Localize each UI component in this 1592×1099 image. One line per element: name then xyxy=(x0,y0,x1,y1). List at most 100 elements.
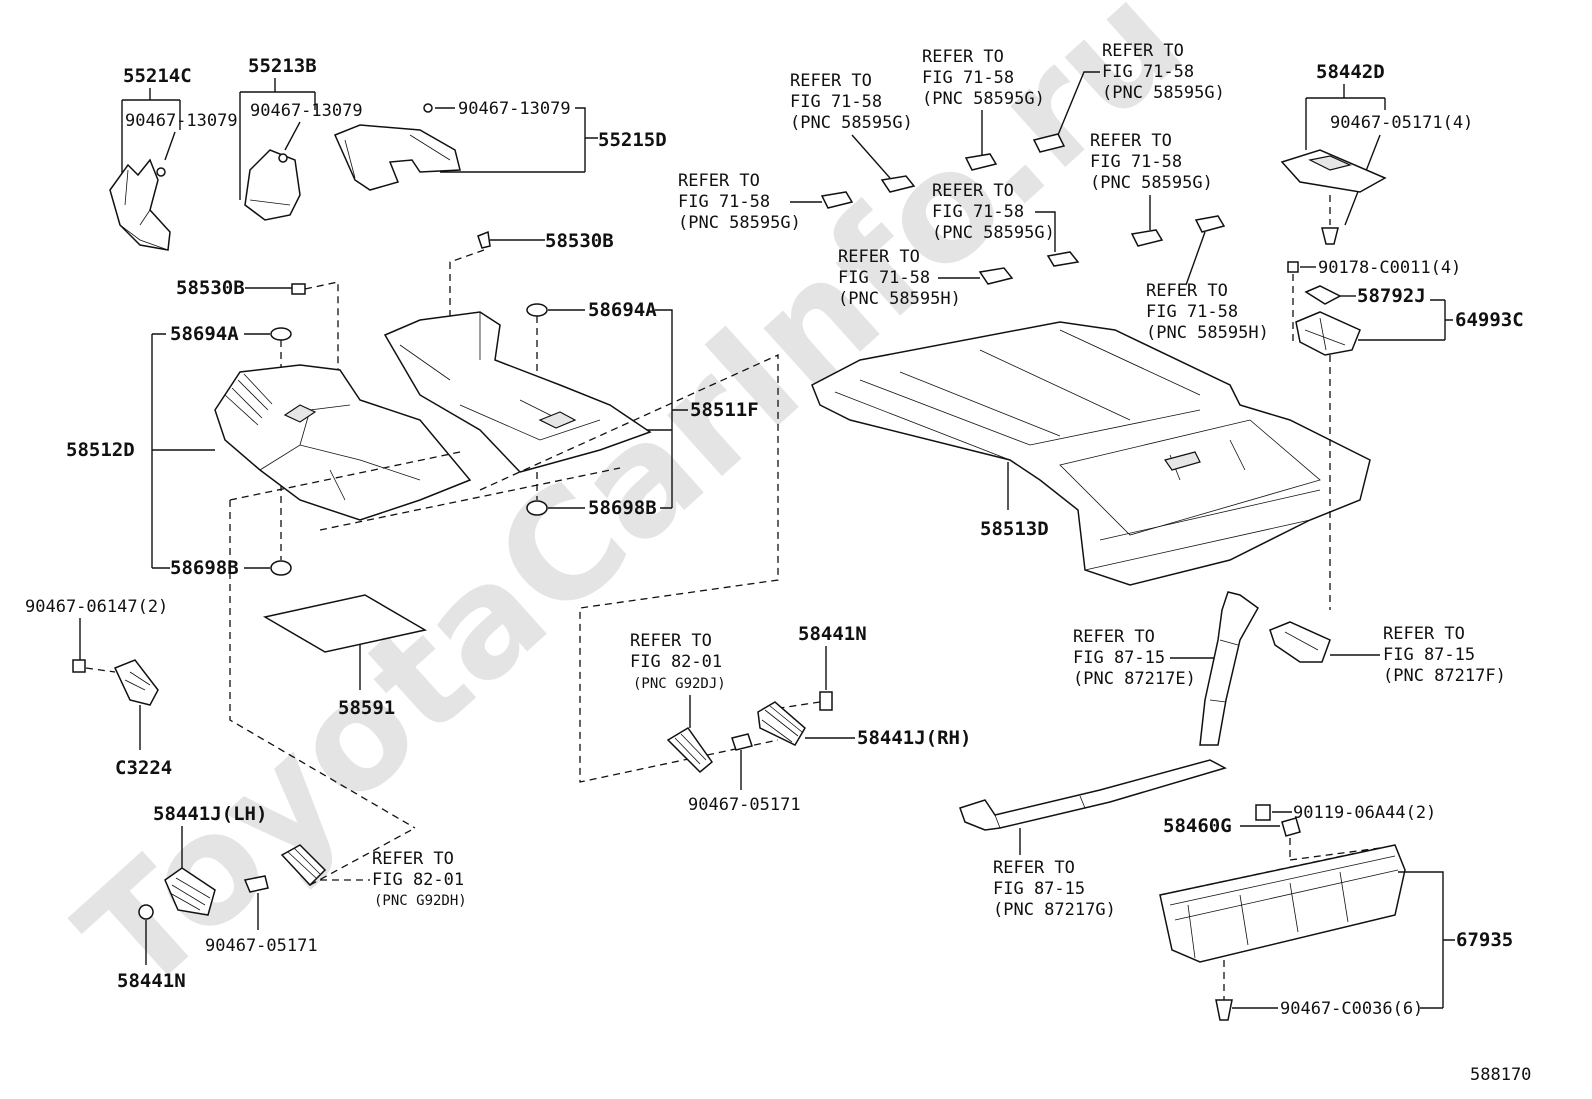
part-90467-05171-mid[interactable] xyxy=(731,733,753,751)
clip-58595G-f[interactable] xyxy=(1130,229,1164,247)
label-58512D[interactable]: 58512D xyxy=(66,439,135,461)
label-58460G[interactable]: 58460G xyxy=(1163,815,1232,837)
label-58441J-LH[interactable]: 58441J(LH) xyxy=(153,803,267,825)
label-90467-06147[interactable]: 90467-06147(2) xyxy=(25,597,168,617)
label-55215D-clip[interactable]: 90467-13079 xyxy=(458,99,571,119)
part-58530B-left[interactable] xyxy=(291,283,306,295)
part-90467-05171-left[interactable] xyxy=(243,875,269,893)
label-58792J[interactable]: 58792J xyxy=(1357,285,1426,307)
part-58441N-left[interactable] xyxy=(138,904,154,920)
part-58511F-rear-carpet[interactable] xyxy=(383,311,652,473)
part-58441J-LH[interactable] xyxy=(164,867,216,916)
part-87217G-duct[interactable] xyxy=(959,759,1227,831)
ref-r2[interactable]: REFER TO FIG 71-58 (PNC 58595G) xyxy=(922,47,1045,109)
label-58441N-mid[interactable]: 58441N xyxy=(798,623,867,645)
label-67935[interactable]: 67935 xyxy=(1456,929,1513,951)
part-90467-05171-4-clip[interactable] xyxy=(1321,227,1339,245)
label-C3224[interactable]: C3224 xyxy=(115,757,172,779)
ref-r3[interactable]: REFER TO FIG 71-58 (PNC 58595G) xyxy=(1102,41,1225,103)
ref-r5-line3: (PNC 58595G) xyxy=(932,223,1055,243)
label-58442D[interactable]: 58442D xyxy=(1316,61,1385,83)
part-55215D[interactable] xyxy=(333,103,461,191)
ref-G92DH[interactable]: REFER TO FIG 82-01 (PNC G92DH) xyxy=(372,849,467,909)
ref-r8-line1: REFER TO xyxy=(1146,281,1228,301)
label-55214C[interactable]: 55214C xyxy=(123,65,192,87)
label-90467-05171-mid[interactable]: 90467-05171 xyxy=(688,795,801,815)
ref-r12[interactable]: REFER TO FIG 87-15 (PNC 87217F) xyxy=(1383,624,1506,686)
clip-58595G-c[interactable] xyxy=(1032,133,1066,153)
label-58694A-left[interactable]: 58694A xyxy=(170,323,239,345)
label-90467-05171-left[interactable]: 90467-05171 xyxy=(205,936,318,956)
label-90467-05171-4[interactable]: 90467-05171(4) xyxy=(1330,113,1473,133)
label-55213B-clip[interactable]: 90467-13079 xyxy=(250,101,363,121)
part-G92DJ-grille[interactable] xyxy=(666,726,714,774)
part-90119-06A44[interactable] xyxy=(1255,804,1271,821)
label-58694A-right[interactable]: 58694A xyxy=(588,299,657,321)
clip-58595H-b[interactable] xyxy=(1194,215,1226,233)
label-55214C-clip[interactable]: 90467-13079 xyxy=(125,111,238,131)
part-90178-C0011[interactable] xyxy=(1287,261,1299,273)
clip-58595G-b[interactable] xyxy=(964,153,998,171)
ref-r11[interactable]: REFER TO FIG 87-15 (PNC 87217E) xyxy=(1073,627,1196,689)
part-58460G[interactable] xyxy=(1281,817,1301,837)
ref-r1-line2: FIG 71-58 xyxy=(790,92,882,112)
part-G92DH-grille[interactable] xyxy=(280,844,327,887)
part-58512D-front-carpet[interactable] xyxy=(214,364,472,521)
part-55214C[interactable] xyxy=(109,158,171,251)
label-58511F[interactable]: 58511F xyxy=(690,399,759,421)
part-87217E-duct[interactable] xyxy=(1199,591,1259,746)
label-55213B[interactable]: 55213B xyxy=(248,55,317,77)
part-64993C[interactable] xyxy=(1295,311,1361,356)
ref-r1[interactable]: REFER TO FIG 71-58 (PNC 58595G) xyxy=(790,71,913,133)
ref-r1-line1: REFER TO xyxy=(790,71,872,91)
clip-58595G-e[interactable] xyxy=(1046,251,1080,267)
ref-G92DJ[interactable]: REFER TO FIG 82-01 (PNC G92DJ) xyxy=(630,631,726,692)
label-58441N-left[interactable]: 58441N xyxy=(117,970,186,992)
ref-r4[interactable]: REFER TO FIG 71-58 (PNC 58595G) xyxy=(678,171,801,233)
label-58530B-top[interactable]: 58530B xyxy=(545,230,614,252)
label-90178-C0011[interactable]: 90178-C0011(4) xyxy=(1318,258,1461,278)
part-67935-scuff-plate[interactable] xyxy=(1159,844,1406,963)
part-58442D[interactable] xyxy=(1280,149,1387,193)
ref-r7[interactable]: REFER TO FIG 71-58 (PNC 58595H) xyxy=(838,247,961,309)
clip-58595G-a[interactable] xyxy=(880,175,916,193)
label-58513D[interactable]: 58513D xyxy=(980,518,1049,540)
ref-r13[interactable]: REFER TO FIG 87-15 (PNC 87217G) xyxy=(993,858,1116,920)
part-87217F-duct[interactable] xyxy=(1269,621,1331,663)
label-90119-06A44[interactable]: 90119-06A44(2) xyxy=(1293,803,1436,823)
part-58441N-mid[interactable] xyxy=(819,691,833,711)
part-58698B-left[interactable] xyxy=(270,560,292,576)
label-58591[interactable]: 58591 xyxy=(338,697,395,719)
part-90467-C0036[interactable] xyxy=(1215,999,1233,1021)
ref-r1-line3: (PNC 58595G) xyxy=(790,113,913,133)
label-58530B-left[interactable]: 58530B xyxy=(176,277,245,299)
part-C3224[interactable] xyxy=(113,659,159,706)
part-58530B-top[interactable] xyxy=(477,230,491,249)
ref-r9-line3: (PNC G92DJ) xyxy=(633,676,726,692)
label-55215D[interactable]: 55215D xyxy=(598,129,667,151)
ref-r5-line2: FIG 71-58 xyxy=(932,202,1024,222)
part-58694A-right[interactable] xyxy=(526,303,548,317)
part-58513D-floor-carpet[interactable] xyxy=(811,321,1371,586)
ref-r12-line3: (PNC 87217F) xyxy=(1383,666,1506,686)
label-58441J-RH[interactable]: 58441J(RH) xyxy=(857,727,971,749)
label-64993C[interactable]: 64993C xyxy=(1455,309,1524,331)
ref-r13-line1: REFER TO xyxy=(993,858,1075,878)
ref-r2-line2: FIG 71-58 xyxy=(922,68,1014,88)
part-90467-06147-clip[interactable] xyxy=(72,659,86,673)
part-58441J-RH[interactable] xyxy=(757,701,806,746)
label-58698B-left[interactable]: 58698B xyxy=(170,557,239,579)
part-58792J[interactable] xyxy=(1304,285,1342,305)
clip-58595H-a[interactable] xyxy=(978,267,1014,285)
part-58591-sheet[interactable] xyxy=(262,594,428,653)
ref-r6[interactable]: REFER TO FIG 71-58 (PNC 58595G) xyxy=(1090,131,1213,193)
label-90467-C0036[interactable]: 90467-C0036(6) xyxy=(1280,999,1423,1019)
part-58694A-left[interactable] xyxy=(270,327,292,341)
ref-r6-line3: (PNC 58595G) xyxy=(1090,173,1213,193)
ref-r5[interactable]: REFER TO FIG 71-58 (PNC 58595G) xyxy=(932,181,1055,243)
label-58698B-right[interactable]: 58698B xyxy=(588,497,657,519)
ref-r8[interactable]: REFER TO FIG 71-58 (PNC 58595H) xyxy=(1146,281,1269,343)
part-58698B-right[interactable] xyxy=(526,500,548,516)
clip-58595G-d[interactable] xyxy=(820,191,854,209)
part-55213B[interactable] xyxy=(244,149,301,221)
